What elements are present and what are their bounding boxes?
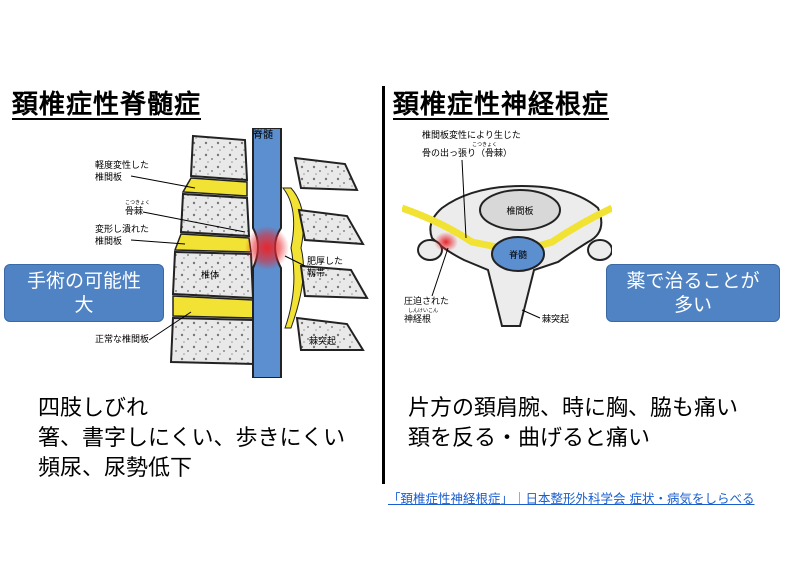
vertebra-4 xyxy=(169,316,257,366)
lamina-4 xyxy=(295,316,365,351)
callout-right-line2: 多い xyxy=(673,294,712,316)
callout-right-line1: 薬で治ることが xyxy=(626,270,760,292)
label-ligament-2: 靱帯 xyxy=(307,267,325,279)
compression-highlight-axial xyxy=(434,232,458,252)
compression-highlight xyxy=(245,226,289,270)
symptom-item: 箸、書字しにくい、歩きにくい xyxy=(38,426,346,451)
label-vertebral-body: 椎体 xyxy=(201,269,219,281)
label-spinous-process-axial: 棘突起 xyxy=(542,313,569,325)
myelopathy-symptoms: 四肢しびれ 箸、書字しにくい、歩きにくい 頻尿、尿勢低下 xyxy=(38,394,345,484)
symptom-item: 四肢しびれ xyxy=(38,396,149,421)
lamina-2 xyxy=(297,208,365,246)
symptom-item: 片方の頚肩腕、時に胸、脇も痛い xyxy=(408,396,739,421)
label-compressed-root-1: 圧迫された xyxy=(404,295,449,307)
cervical-spine-sagittal-illustration: 脊髄 軽度変性した 椎間板 こつきょく 骨棘 変形し潰れた 椎間板 肥厚した 靱… xyxy=(95,128,369,378)
label-disc: 椎間板 xyxy=(506,205,533,217)
label-ligament-1: 肥厚した xyxy=(307,256,343,267)
disc-crushed xyxy=(173,233,252,253)
label-osteophyte-ruby-right: こつきょく xyxy=(472,141,497,148)
callout-left-line1: 手術の可能性 xyxy=(26,270,141,292)
cervical-vertebra-axial-illustration: 椎間板 脊髄 椎間板変性により生じた こつきょく 骨の出っ張り（骨棘） 圧迫され… xyxy=(402,130,612,327)
page-title-myelopathy: 頚椎症性脊髄症 xyxy=(12,90,202,120)
posterior-elements xyxy=(293,156,369,351)
label-mild-disc-2: 椎間板 xyxy=(95,171,122,183)
source-link[interactable]: 「頚椎症性神経根症」｜日本整形外科学会 症状・病気をしらべる xyxy=(388,491,755,506)
vertebra-2 xyxy=(179,192,251,238)
disc-body xyxy=(479,189,561,231)
page-title-radiculopathy: 頚椎症性神経根症 xyxy=(393,90,610,120)
spinal-cord-axial xyxy=(491,236,545,272)
label-crushed-disc-2: 椎間板 xyxy=(95,235,122,247)
label-crushed-disc-1: 変形し潰れた xyxy=(95,223,149,235)
label-osteophyte-note-2: 骨の出っ張り（骨棘） xyxy=(422,147,512,159)
vertebra-1 xyxy=(189,134,249,182)
nerve-root-left xyxy=(402,204,503,252)
symptom-item: 頚を反る・曲げると痛い xyxy=(408,426,651,451)
label-osteophyte-note-1: 椎間板変性により生じた xyxy=(422,130,521,141)
label-spinal-cord: 脊髄 xyxy=(253,128,273,141)
label-spinal-cord-axial: 脊髄 xyxy=(509,249,527,261)
leader-lines xyxy=(130,175,306,341)
lamina-3 xyxy=(299,264,369,300)
label-osteophyte: 骨棘 xyxy=(125,206,143,217)
nerve-root-right xyxy=(530,204,612,252)
label-osteophyte-ruby: こつきょく xyxy=(125,199,150,206)
label-mild-disc-1: 軽度変性した xyxy=(95,159,149,171)
leader-lines-axial xyxy=(431,159,541,319)
medication-callout: 薬で治ることが多い xyxy=(606,264,780,322)
radiculopathy-symptoms: 片方の頚肩腕、時に胸、脇も痛い 頚を反る・曲げると痛い xyxy=(408,394,738,454)
callout-left-line2: 大 xyxy=(74,294,94,316)
surgery-possibility-callout: 手術の可能性大 xyxy=(4,264,164,322)
disc-normal xyxy=(172,295,254,319)
intervertebral-discs xyxy=(172,177,254,319)
lamina-1 xyxy=(293,156,359,192)
panel-divider xyxy=(382,86,385,484)
label-nerve-root-ruby: しんけいこん xyxy=(408,308,438,314)
label-spinous-process: 棘突起 xyxy=(309,335,336,347)
disc-mild xyxy=(181,177,248,197)
symptom-item: 頻尿、尿勢低下 xyxy=(38,456,193,481)
label-compressed-root-2: 神経根 xyxy=(404,313,431,325)
label-normal-disc: 正常な椎間板 xyxy=(95,333,149,345)
